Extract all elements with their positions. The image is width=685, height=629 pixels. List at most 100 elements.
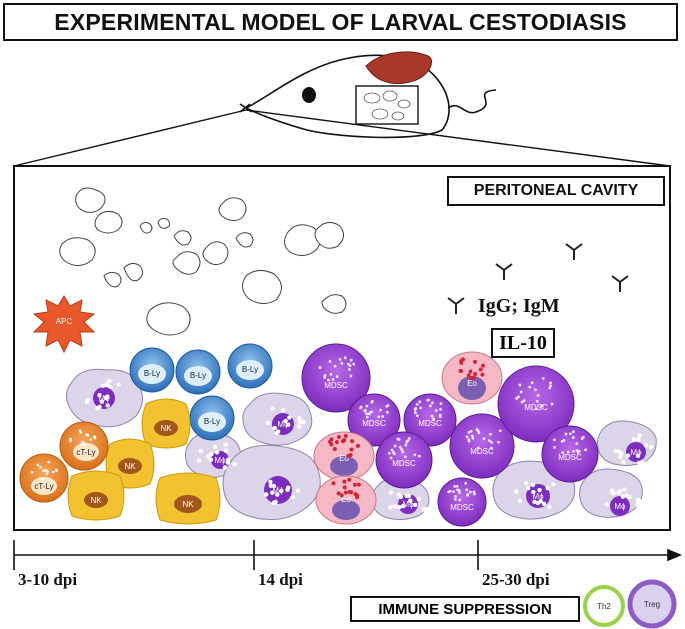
granule-dot — [430, 401, 434, 405]
granule-dot — [549, 381, 552, 385]
svg-text:NK: NK — [90, 496, 102, 505]
granule-dot — [413, 411, 417, 414]
granule-dot — [69, 437, 72, 441]
granule-dot — [533, 388, 537, 392]
mdsc-group: MDSC MDSC MDSC MDSC MDSC MDSC MDSC MDSC — [301, 343, 599, 527]
granule-dot — [392, 451, 395, 454]
granule-dot — [93, 435, 97, 438]
granule-dot — [388, 451, 391, 455]
antibody-icon — [565, 243, 583, 260]
granule-dot — [622, 487, 627, 492]
granule-dot — [273, 499, 278, 505]
granule-dot — [388, 505, 393, 510]
granule-dot — [413, 453, 417, 457]
granule-dot — [566, 450, 570, 454]
granule-dot — [467, 430, 471, 434]
granule-dot — [418, 400, 422, 404]
svg-text:Eo: Eo — [341, 495, 351, 504]
granule-dot — [432, 417, 436, 421]
granule-dot — [270, 490, 275, 495]
larva — [172, 251, 201, 275]
granule-dot — [575, 442, 579, 446]
mdsc-cell: MDSC — [301, 343, 371, 413]
granule-dot — [475, 428, 479, 431]
granule-dot — [198, 448, 204, 454]
zoom-line-right — [245, 109, 671, 167]
granule-dot — [515, 396, 519, 400]
granule-dot — [363, 409, 367, 413]
granule-dot — [377, 415, 381, 419]
b-ly-cell: B-Ly — [129, 347, 175, 393]
granule-dot — [627, 494, 632, 500]
granule-dot — [381, 415, 384, 418]
larvae-group — [59, 187, 347, 336]
granule-dot — [356, 482, 361, 487]
granule-dot — [576, 451, 580, 454]
granule-dot — [42, 469, 45, 472]
granule-dot — [386, 404, 390, 407]
granule-dot — [550, 402, 554, 406]
granule-dot — [349, 358, 353, 362]
zoom-line-left — [13, 109, 247, 167]
granule-dot — [584, 448, 588, 452]
granule-dot — [379, 408, 382, 412]
granule-dot — [86, 434, 90, 437]
zoom-larvae — [363, 90, 411, 121]
granule-dot — [604, 502, 609, 507]
granule-dot — [458, 491, 461, 495]
granule-dot — [439, 407, 443, 411]
larva — [314, 222, 344, 249]
granule-dot — [459, 360, 464, 365]
th2-cell: Th2 — [583, 585, 625, 627]
granule-dot — [413, 407, 417, 411]
macrophage-cell: Mϕ — [242, 392, 313, 446]
nk-cell: NK — [67, 470, 125, 521]
nk-cell: NK — [155, 472, 221, 525]
granule-dot — [448, 489, 452, 493]
granule-dot — [551, 482, 556, 487]
svg-text:MDSC: MDSC — [450, 503, 474, 512]
granule-dot — [611, 491, 616, 496]
granule-dot — [343, 490, 348, 495]
granule-dot — [421, 507, 427, 512]
granule-dot — [472, 490, 476, 494]
page-title: EXPERIMENTAL MODEL OF LARVAL CESTODIASIS — [3, 3, 678, 41]
granule-dot — [365, 404, 369, 408]
svg-text:Mϕ: Mϕ — [277, 420, 289, 429]
apc-label: APC — [56, 317, 73, 326]
larva — [75, 187, 106, 213]
granule-dot — [339, 493, 344, 498]
granule-dot — [412, 502, 418, 507]
larva — [123, 262, 144, 282]
granule-dot — [407, 437, 411, 440]
granule-dot — [334, 440, 339, 445]
granule-dot — [349, 447, 354, 452]
immune-suppression-label: IMMUNE SUPPRESSION — [350, 596, 580, 622]
granule-dot — [328, 439, 333, 444]
granule-dot — [416, 496, 421, 502]
granule-dot — [225, 460, 231, 465]
granule-dot — [386, 410, 389, 414]
granule-dot — [105, 403, 110, 408]
granule-dot — [619, 451, 624, 456]
granule-dot — [534, 407, 538, 411]
granule-dot — [232, 462, 237, 467]
granule-dot — [301, 419, 306, 424]
cytokine-label: IL-10 — [491, 328, 555, 358]
antibody-icon — [447, 297, 465, 314]
granule-dot — [331, 481, 336, 486]
granule-dot — [79, 443, 83, 446]
granule-dot — [388, 490, 394, 495]
granule-dot — [520, 400, 524, 404]
granule-dot — [572, 449, 576, 453]
larva — [235, 232, 254, 248]
granule-dot — [397, 504, 402, 510]
b-ly-group: B-Ly B-Ly B-Ly B-Ly — [129, 343, 273, 441]
granule-dot — [530, 482, 536, 488]
granule-dot — [517, 395, 520, 399]
granule-dot — [637, 433, 642, 438]
granule-dot — [336, 491, 341, 496]
granule-dot — [342, 479, 347, 484]
peritoneal-cavity-label: PERITONEAL CAVITY — [447, 176, 665, 206]
granule-dot — [465, 435, 469, 439]
